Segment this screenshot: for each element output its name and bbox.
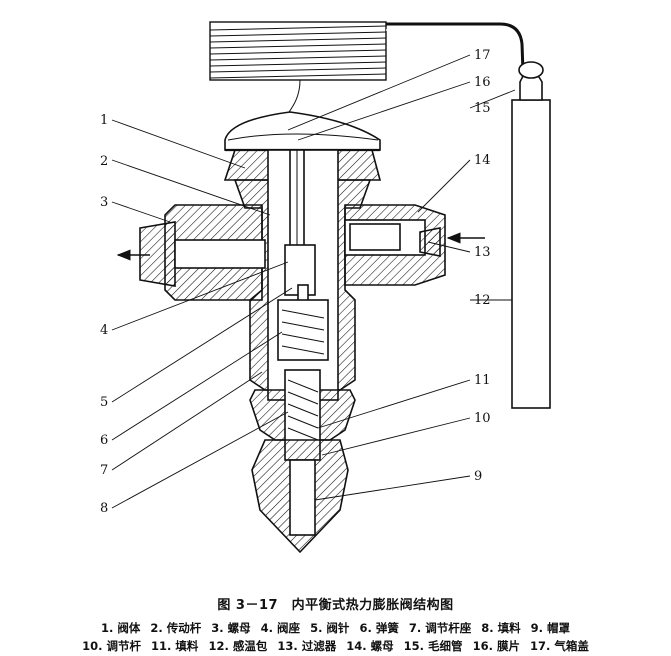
callout-5: 5 bbox=[100, 395, 108, 410]
legend-item: 14. 螺母 bbox=[346, 639, 394, 653]
leader-lines bbox=[111, 54, 516, 509]
callout-numbers: 1 2 3 4 5 6 7 8 9 10 11 12 13 14 15 16 1… bbox=[100, 48, 491, 516]
legend-item: 3. 螺母 bbox=[211, 621, 251, 635]
valve-structure-diagram: 1 2 3 4 5 6 7 8 9 10 11 12 13 14 15 16 1… bbox=[100, 21, 551, 554]
callout-1: 1 bbox=[100, 113, 108, 128]
figure-caption: 图 3－17 内平衡式热力膨胀阀结构图 bbox=[217, 598, 454, 613]
legend-item: 4. 阀座 bbox=[260, 621, 301, 635]
legend-item: 16. 膜片 bbox=[472, 639, 520, 653]
callout-15: 15 bbox=[474, 101, 491, 116]
callout-14: 14 bbox=[474, 153, 491, 168]
legend-item: 1. 阀体 bbox=[101, 621, 141, 635]
callout-17: 17 bbox=[474, 48, 491, 63]
legend-item: 9. 帽罩 bbox=[530, 621, 570, 635]
legend-item: 8. 填料 bbox=[481, 621, 521, 635]
outlet-connector bbox=[116, 204, 266, 301]
legend-item: 15. 毛细管 bbox=[403, 639, 463, 653]
callout-16: 16 bbox=[474, 75, 491, 90]
legend-row-1: 1. 阀体 2. 传动杆 3. 螺母 4. 阀座 5. 阀针 6. 弹簧 7. … bbox=[0, 620, 671, 636]
callout-3: 3 bbox=[100, 195, 108, 210]
legend-item: 6. 弹簧 bbox=[359, 621, 399, 635]
capillary-coil bbox=[209, 21, 526, 119]
legend-row-2: 10. 调节杆 11. 填料 12. 感温包 13. 过滤器 14. 螺母 15… bbox=[0, 638, 671, 654]
legend-item: 12. 感温包 bbox=[208, 639, 268, 653]
callout-8: 8 bbox=[100, 501, 108, 516]
needle-and-spring bbox=[277, 244, 329, 361]
legend-item: 11. 填料 bbox=[151, 639, 199, 653]
adjusting-assembly bbox=[249, 369, 356, 554]
callout-4: 4 bbox=[100, 323, 108, 338]
sensing-bulb bbox=[511, 61, 551, 409]
callout-7: 7 bbox=[100, 463, 108, 478]
callout-2: 2 bbox=[100, 154, 108, 169]
legend-item: 7. 调节杆座 bbox=[408, 621, 472, 635]
callout-11: 11 bbox=[474, 373, 491, 388]
legend-item: 5. 阀针 bbox=[310, 621, 350, 635]
legend-item: 10. 调节杆 bbox=[82, 639, 142, 653]
legend-item: 17. 气箱盖 bbox=[529, 639, 589, 653]
legend-item: 2. 传动杆 bbox=[150, 621, 202, 635]
callout-6: 6 bbox=[100, 433, 108, 448]
callout-13: 13 bbox=[474, 245, 491, 260]
legend-item: 13. 过滤器 bbox=[277, 639, 337, 653]
inlet-connector bbox=[344, 204, 485, 286]
callout-12: 12 bbox=[474, 293, 491, 308]
callout-9: 9 bbox=[474, 469, 482, 484]
callout-10: 10 bbox=[474, 411, 491, 426]
